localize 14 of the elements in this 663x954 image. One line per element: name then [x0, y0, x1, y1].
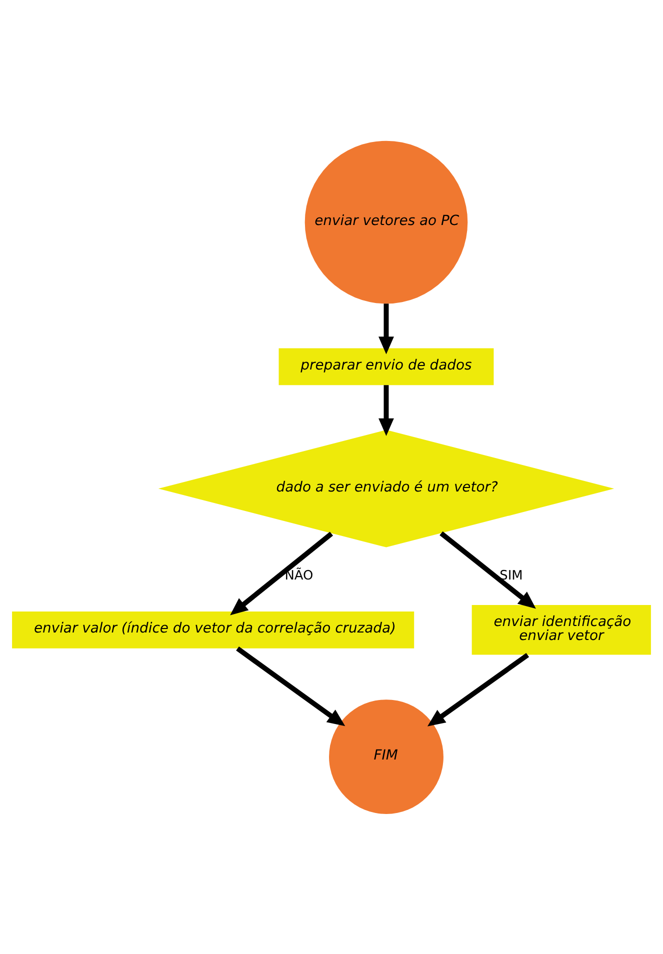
node-circle: FIM [329, 699, 444, 814]
arrow [236, 646, 346, 726]
node-box: enviar valor (índice do vetor da correlação cruzada) [12, 611, 414, 648]
edge-label: NÃO [284, 568, 314, 584]
arrow [230, 531, 333, 615]
node-box: enviar identificação enviar vetor [472, 604, 651, 654]
arrow [378, 384, 394, 436]
arrow [427, 652, 530, 726]
node-diamond: dado a ser enviado é um vetor? [158, 429, 614, 547]
node-circle: enviar vetores ao PC [304, 140, 468, 304]
edge-label: SIM [500, 568, 523, 584]
arrow [440, 530, 536, 608]
arrow [378, 303, 394, 354]
node-box: preparar envio de dados [278, 348, 494, 385]
